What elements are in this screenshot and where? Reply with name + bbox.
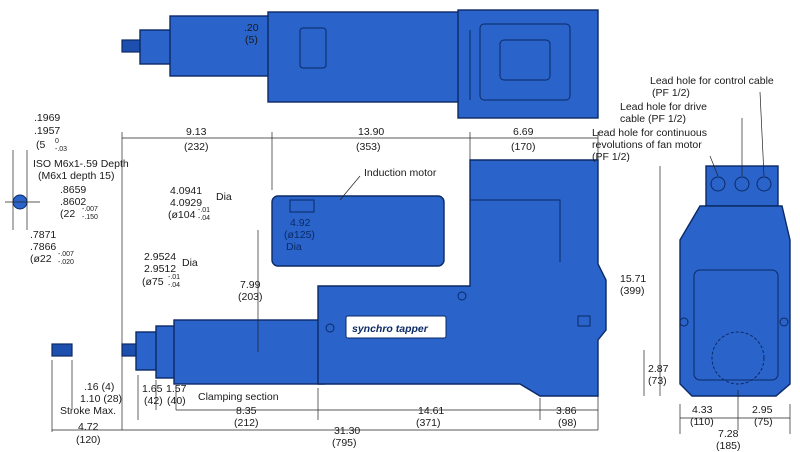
dim-75: (ø75 — [142, 276, 164, 288]
dim-98: (98) — [558, 417, 577, 429]
dim-913: 9.13 — [186, 126, 207, 138]
dim-7866: .7866 — [30, 241, 56, 253]
dim-1461: 14.61 — [418, 405, 444, 417]
dim-8602: .8602 — [60, 196, 86, 208]
dim-170: (170) — [511, 141, 536, 153]
dim-371: (371) — [416, 417, 441, 429]
dim-1957: .1957 — [34, 125, 60, 137]
dim-104: (ø104 — [168, 209, 196, 221]
stroke-max-label: Stroke Max. — [60, 405, 116, 417]
dim-492: 4.92 — [290, 217, 311, 229]
lead-fan-pf: (PF 1/2) — [592, 151, 630, 163]
dim-3130: 31.30 — [334, 425, 360, 437]
end-view — [679, 165, 791, 397]
tol-5-dn: -.03 — [55, 146, 67, 153]
dim-22b: (ø22 — [30, 253, 52, 265]
tol-75-dn: -.04 — [168, 282, 180, 289]
dim-353: (353) — [356, 141, 381, 153]
lead-fan-label-2: revolutions of fan motor — [592, 139, 702, 151]
dim-185: (185) — [716, 440, 741, 452]
dim-232: (232) — [184, 141, 209, 153]
tol-22a-up: -.007 — [82, 206, 98, 213]
dim-295: 2.95 — [752, 404, 773, 416]
side-view — [121, 159, 607, 397]
iso-thread: ISO M6x1-.59 Depth — [33, 158, 129, 170]
tol-104-up: -.01 — [198, 207, 210, 214]
dim-835: 8.35 — [236, 405, 257, 417]
lead-control-label: Lead hole for control cable — [650, 75, 774, 87]
dim-40: (40) — [167, 395, 186, 407]
tol-22b-dn: -.020 — [58, 259, 74, 266]
dim-1390: 13.90 — [358, 126, 384, 138]
brand-label: synchro tapper — [352, 323, 429, 335]
tol-104-dn: -.04 — [198, 215, 210, 222]
shaft-end-detail — [5, 150, 40, 230]
dim-40941: 4.0941 — [170, 185, 202, 197]
dim-799: 7.99 — [240, 279, 261, 291]
dim-157: 1.57 — [166, 383, 187, 395]
dim-165: 1.65 — [142, 383, 163, 395]
dim-40929: 4.0929 — [170, 197, 202, 209]
extended-shaft — [51, 343, 73, 357]
top-view — [121, 9, 599, 119]
lead-fan-label-1: Lead hole for continuous — [592, 127, 707, 139]
clamping-section-label: Clamping section — [198, 391, 279, 403]
dia-1: Dia — [216, 191, 232, 203]
dim-433: 4.33 — [692, 404, 713, 416]
dim-1969: .1969 — [34, 112, 60, 124]
dia-3: Dia — [182, 257, 198, 269]
dim-399: (399) — [620, 285, 645, 297]
dim-7871: .7871 — [30, 229, 56, 241]
tol-75-up: -.01 — [168, 274, 180, 281]
dim-386: 3.86 — [556, 405, 577, 417]
top-dim-5: (5) — [245, 34, 258, 46]
dim-1571: 15.71 — [620, 273, 646, 285]
dim-203: (203) — [238, 291, 263, 303]
dim-669: 6.69 — [513, 126, 534, 138]
dim-728: 7.28 — [718, 428, 739, 440]
dim-125: (ø125) — [284, 229, 315, 241]
dim-287: 2.87 — [648, 363, 669, 375]
dim-8659: .8659 — [60, 184, 86, 196]
dim-42: (42) — [144, 395, 163, 407]
tol-22a-dn: -.150 — [82, 214, 98, 221]
dim-75b: (75) — [754, 416, 773, 428]
dim-29524: 2.9524 — [144, 251, 176, 263]
induction-motor-label: Induction motor — [364, 167, 437, 179]
lead-drive-label: Lead hole for drive — [620, 101, 707, 113]
m6-thread: (M6x1 depth 15) — [38, 170, 114, 182]
dim-5: (5 — [36, 139, 45, 151]
lead-control-pf: (PF 1/2) — [652, 87, 690, 99]
dim-29512: 2.9512 — [144, 263, 176, 275]
top-dim-20: .20 — [244, 22, 259, 34]
dim-212: (212) — [234, 417, 259, 429]
dim-795: (795) — [332, 437, 357, 449]
lead-drive-pf: cable (PF 1/2) — [620, 113, 686, 125]
dim-120: (120) — [76, 434, 101, 446]
tol-5-up: 0 — [55, 138, 59, 145]
dim-73: (73) — [648, 375, 667, 387]
dim-110b: (110) — [690, 416, 714, 428]
dim-22a: (22 — [60, 208, 75, 220]
dim-472: 4.72 — [78, 421, 99, 433]
tol-22b-up: -.007 — [58, 251, 74, 258]
dim-110: 1.10 (28) — [80, 393, 122, 405]
dim-16: .16 (4) — [84, 381, 114, 393]
dia-2: Dia — [286, 241, 302, 253]
